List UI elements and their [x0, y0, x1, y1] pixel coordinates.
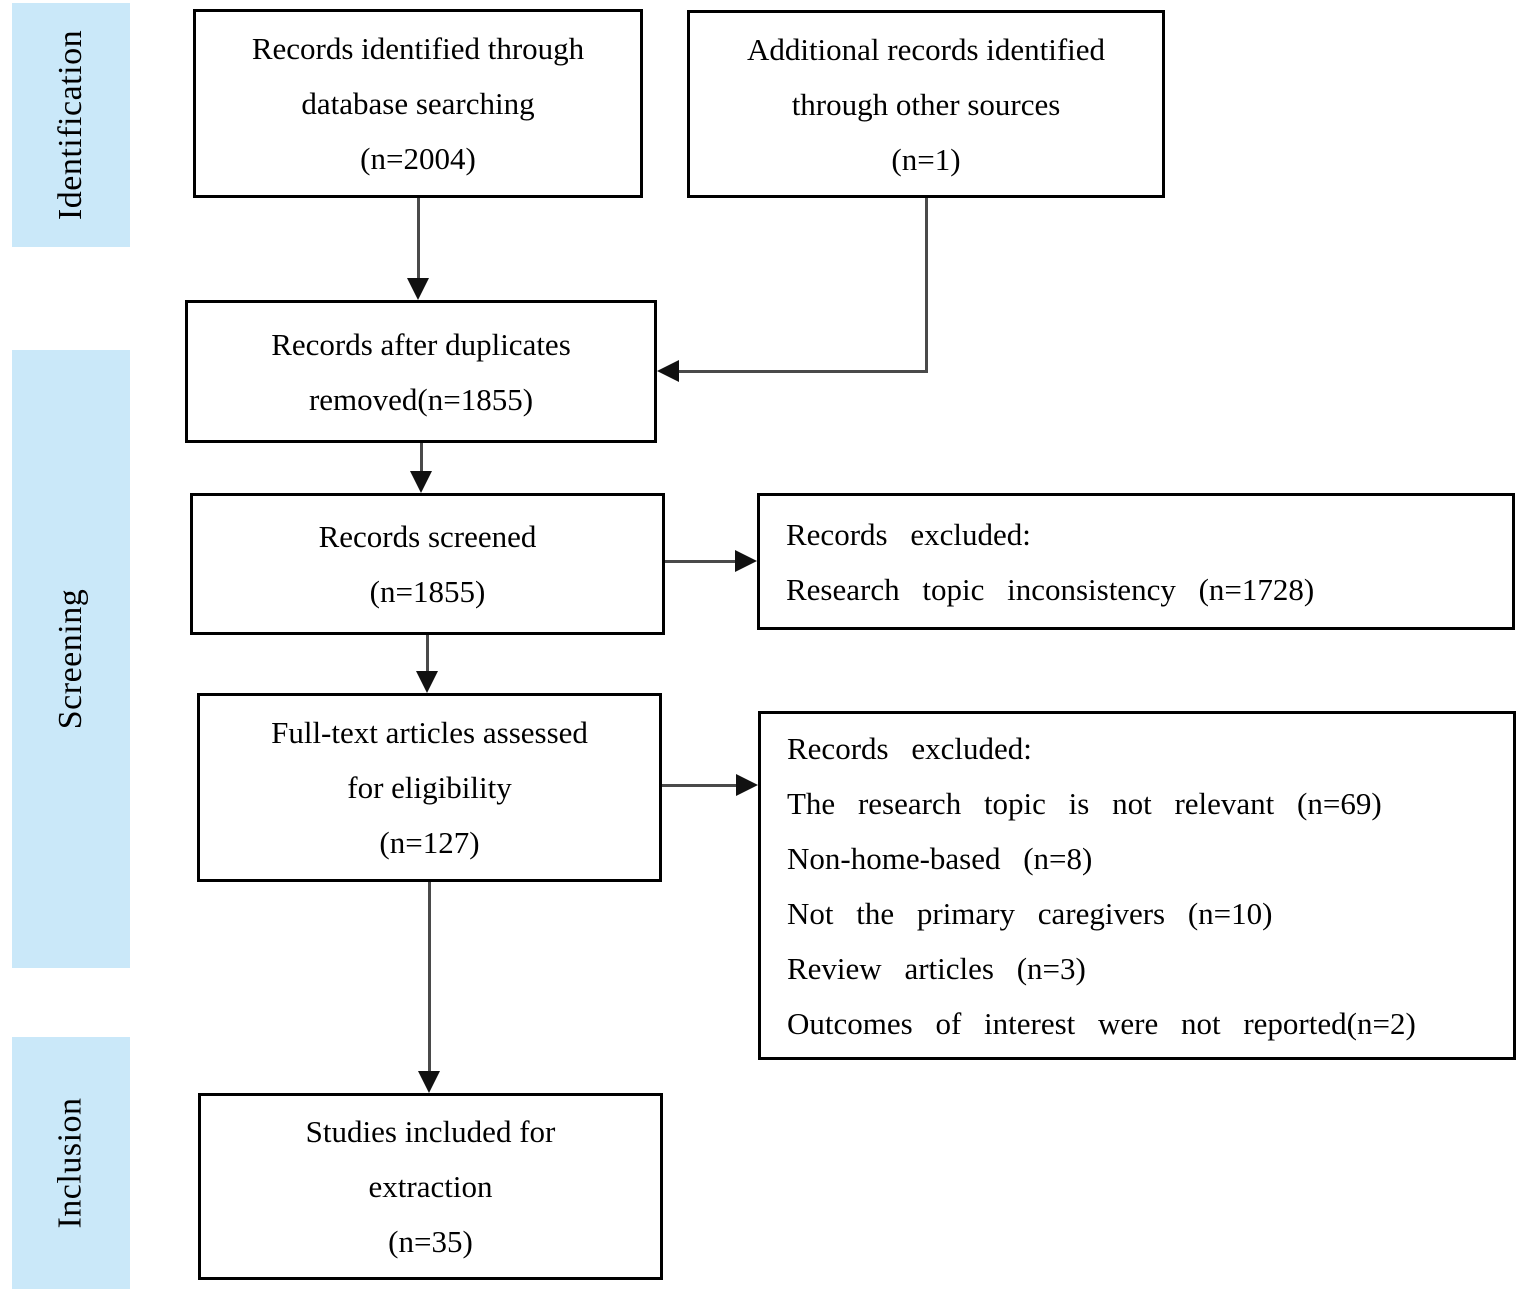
arrowhead-left-icon — [657, 360, 679, 382]
box-studies-included: Studies included for extraction (n=35) — [198, 1093, 663, 1280]
box-additional-records: Additional records identified through ot… — [687, 10, 1165, 198]
arrowhead-down-icon — [407, 278, 429, 300]
box-text-line: (n=1) — [891, 141, 961, 177]
arrow-line-screened-to-excluded — [665, 560, 735, 563]
stage-band-inclusion: Inclusion — [12, 1037, 130, 1289]
box-records-after-duplicates: Records after duplicates removed(n=1855) — [185, 300, 657, 443]
box-fulltext-assessed: Full-text articles assessed for eligibil… — [197, 693, 662, 882]
box-text-line: database searching — [301, 86, 535, 121]
box-text-line: through other sources — [791, 86, 1061, 122]
box-text-line: Full-text articles assessed — [271, 715, 588, 750]
arrow-line-identified-to-duplicates — [417, 198, 420, 280]
stage-label-screening: Screening — [52, 588, 90, 730]
box-text-line: Studies included for — [305, 1114, 556, 1149]
stage-label-inclusion: Inclusion — [52, 1097, 90, 1229]
box-text-line: for eligibility — [347, 770, 512, 805]
box-text-line: Records excluded: — [786, 516, 1031, 552]
arrowhead-down-icon — [416, 671, 438, 693]
arrowhead-right-icon — [735, 550, 757, 572]
arrowhead-down-icon — [418, 1071, 440, 1093]
box-records-excluded-fulltext: Records excluded: The research topic is … — [758, 711, 1516, 1060]
box-text-line: Non-home-based (n=8) — [787, 840, 1093, 876]
box-text-line: Outcomes of interest were not reported(n… — [787, 1005, 1416, 1041]
arrowhead-down-icon — [410, 471, 432, 493]
box-text-line: The research topic is not relevant (n=69… — [787, 785, 1382, 821]
arrow-line-screened-to-fulltext — [426, 635, 429, 671]
arrow-line-additional-down — [925, 198, 928, 372]
box-records-identified: Records identified through database sear… — [193, 9, 643, 198]
box-records-excluded-screening: Records excluded: Research topic inconsi… — [757, 493, 1515, 630]
box-text-line: removed(n=1855) — [308, 381, 534, 417]
box-text-line: (n=35) — [388, 1224, 473, 1259]
stage-label-identification: Identification — [52, 29, 89, 221]
box-text-line: Records screened — [318, 519, 537, 554]
box-text-line: (n=2004) — [360, 141, 476, 176]
box-text-line: Not the primary caregivers (n=10) — [787, 895, 1273, 931]
box-text-line: Additional records identified — [746, 31, 1106, 67]
box-text-line: extraction — [368, 1169, 493, 1204]
box-text-line: Records after duplicates — [271, 326, 571, 362]
arrowhead-right-icon — [736, 774, 758, 796]
box-text-line: (n=127) — [379, 825, 480, 860]
box-text-line: Records excluded: — [787, 730, 1032, 766]
arrow-line-fulltext-to-included — [428, 882, 431, 1071]
box-text-line: (n=1855) — [369, 574, 486, 609]
box-text-line: Records identified through — [251, 31, 585, 66]
arrow-line-duplicates-to-screened — [420, 443, 423, 471]
box-records-screened: Records screened (n=1855) — [190, 493, 665, 635]
stage-band-identification: Identification — [12, 3, 130, 247]
box-text-line: Research topic inconsistency (n=1728) — [786, 571, 1315, 607]
stage-band-screening: Screening — [12, 350, 130, 968]
arrow-line-fulltext-to-excluded — [662, 784, 736, 787]
box-text-line: Review articles (n=3) — [787, 950, 1086, 986]
arrow-line-additional-left — [679, 370, 928, 373]
